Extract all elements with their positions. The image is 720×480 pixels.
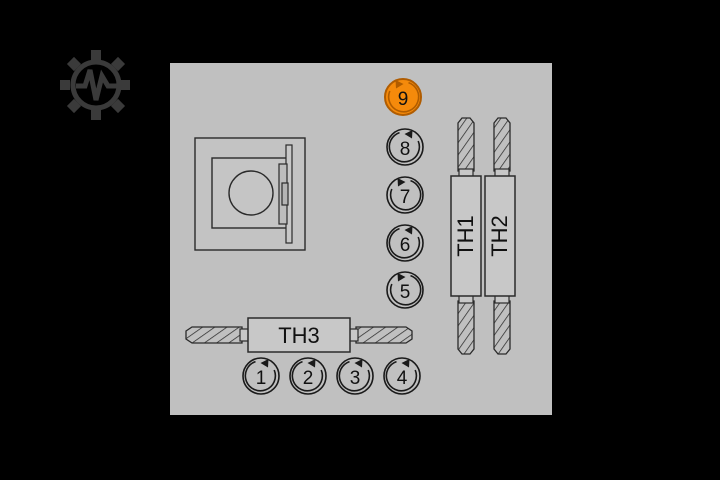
dial-1-rotation-arc — [244, 360, 277, 392]
dial-6-arrow-head — [404, 226, 413, 235]
dial-2-body — [289, 357, 327, 395]
dial-2-arrow-head — [307, 359, 316, 368]
waveform-glyph — [76, 69, 118, 101]
th2-label: TH2 — [487, 215, 512, 257]
dial-5-rotation-arc — [389, 274, 422, 306]
dial-8-label: 8 — [400, 139, 411, 160]
component-th2[interactable]: TH2 — [484, 117, 516, 355]
dial-9-rotation-arc — [387, 81, 420, 113]
dial-5[interactable]: 5 — [385, 270, 425, 310]
th1-body — [450, 175, 482, 297]
dial-4-arrow-head — [401, 359, 410, 368]
dial-1-arrow-head — [260, 359, 269, 368]
dial-8[interactable]: 8 — [385, 127, 425, 167]
th1-bottom-lead — [457, 300, 475, 355]
dial-7-graphic: 7 — [386, 176, 424, 214]
dial-9-body — [384, 78, 422, 116]
dial-7[interactable]: 7 — [385, 175, 425, 215]
dial-4-label: 4 — [397, 368, 408, 389]
square-device-side-bar-inner — [281, 182, 289, 206]
th3-label: TH3 — [278, 323, 320, 348]
dial-9[interactable]: 9 — [383, 77, 423, 117]
dial-3[interactable]: 3 — [335, 356, 375, 396]
dial-6-label: 6 — [400, 235, 411, 256]
dial-9-graphic: 9 — [384, 78, 422, 116]
square-device-center-circle — [228, 170, 274, 216]
dial-6-body — [386, 224, 424, 262]
dial-1-graphic: 1 — [242, 357, 280, 395]
dial-4-graphic: 4 — [383, 357, 421, 395]
th1-label: TH1 — [453, 215, 478, 257]
th3-right-lead — [355, 326, 413, 344]
dial-2[interactable]: 2 — [288, 356, 328, 396]
component-th1[interactable]: TH1 — [450, 117, 482, 355]
dial-2-graphic: 2 — [289, 357, 327, 395]
device-panel: TH3 — [170, 63, 552, 415]
dial-3-graphic: 3 — [336, 357, 374, 395]
dial-8-rotation-arc — [388, 131, 421, 163]
dial-2-rotation-arc — [291, 360, 324, 392]
th2-body — [484, 175, 516, 297]
gear-waveform-logo — [58, 48, 134, 122]
dial-2-label: 2 — [303, 368, 314, 389]
dial-6[interactable]: 6 — [385, 223, 425, 263]
dial-7-arrow-head — [397, 178, 406, 187]
dial-4-rotation-arc — [385, 360, 418, 392]
dial-6-rotation-arc — [388, 227, 421, 259]
component-th3[interactable]: TH3 — [184, 314, 414, 356]
th3-graphic: TH3 — [185, 317, 413, 353]
dial-3-arrow-head — [354, 359, 363, 368]
dial-3-rotation-arc — [338, 360, 371, 392]
square-device-graphic — [194, 137, 306, 251]
dial-5-arrow-head — [397, 273, 406, 282]
dial-1-body — [242, 357, 280, 395]
dial-8-body — [386, 128, 424, 166]
dial-3-label: 3 — [350, 368, 361, 389]
dial-5-body — [386, 271, 424, 309]
dial-1-label: 1 — [256, 368, 267, 389]
square-heater-device[interactable] — [194, 137, 314, 253]
dial-9-arrow-head — [395, 80, 404, 89]
th2-top-lead — [493, 117, 511, 172]
dial-7-rotation-arc — [389, 179, 422, 211]
dial-9-label: 9 — [398, 89, 409, 110]
component-group-vertical: TH1 TH2 — [450, 117, 520, 355]
dial-8-arrow-head — [404, 130, 413, 139]
th3-body — [247, 317, 351, 353]
dial-1[interactable]: 1 — [241, 356, 281, 396]
dial-5-label: 5 — [400, 282, 411, 303]
dial-4[interactable]: 4 — [382, 356, 422, 396]
th1-top-lead — [457, 117, 475, 172]
th2-bottom-lead — [493, 300, 511, 355]
dial-5-graphic: 5 — [386, 271, 424, 309]
dial-7-label: 7 — [400, 187, 411, 208]
gear-waveform-icon — [60, 50, 130, 120]
dial-8-graphic: 8 — [386, 128, 424, 166]
dial-4-body — [383, 357, 421, 395]
th3-left-lead — [185, 326, 243, 344]
dial-7-body — [386, 176, 424, 214]
dial-6-graphic: 6 — [386, 224, 424, 262]
dial-3-body — [336, 357, 374, 395]
th-vertical-graphic: TH1 TH2 — [450, 117, 516, 355]
